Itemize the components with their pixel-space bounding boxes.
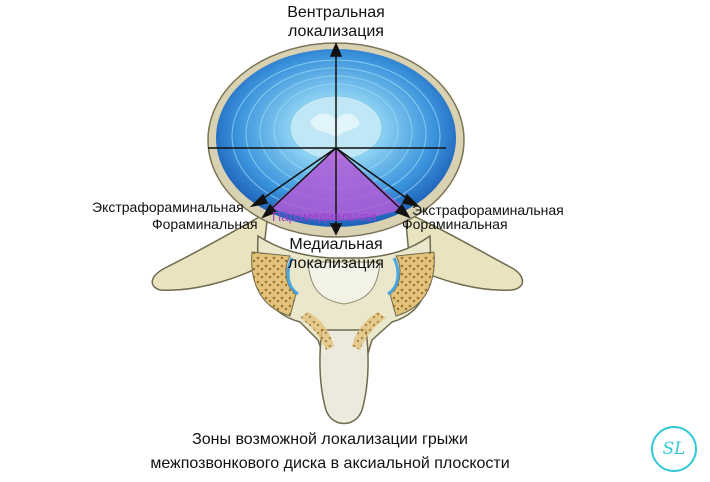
ventral-label-line2: локализация	[288, 23, 384, 40]
ventral-label-line1: Вентральная	[287, 4, 385, 21]
ventral-arrowhead	[329, 42, 343, 57]
medial-label-line1: Медиальная	[289, 236, 383, 253]
extraforaminal-left-arrow	[257, 147, 337, 203]
foraminal-right-arrowhead	[394, 203, 411, 219]
foraminal-left-label: Фораминальная	[152, 216, 258, 232]
paramedial-zone	[270, 148, 404, 220]
foraminal-right-arrow	[335, 147, 405, 213]
extraforaminal-left-label: Экстрафораминальная	[92, 199, 244, 215]
extraforaminal-left-arrowhead	[249, 193, 269, 208]
foraminal-left-arrowhead	[261, 203, 278, 219]
localization-arrows	[208, 42, 446, 236]
extraforaminal-right-label: Экстрафораминальная	[412, 202, 564, 218]
spinal-canal	[307, 261, 381, 305]
facet-joint-right	[389, 251, 435, 317]
figure-caption: Зоны возможной локализации грыжи межпозв…	[110, 428, 550, 476]
spinous-process	[319, 329, 369, 425]
medial-label: Медиальная локализация	[256, 235, 416, 273]
vertebral-arch	[151, 210, 524, 425]
medial-arrowhead	[329, 223, 343, 236]
ventral-label: Вентральная локализация	[256, 3, 416, 41]
facet-joint-left	[251, 251, 297, 317]
sl-logo: SL	[651, 426, 697, 472]
foraminal-right-label: Фораминальная	[402, 216, 508, 232]
paramedial-label: Парамедиальная	[272, 209, 377, 224]
facet-cartilage-right	[387, 257, 400, 296]
caption-line1: Зоны возможной локализации грыжи	[192, 431, 468, 448]
transverse-process-right	[404, 210, 524, 292]
lamina-spongy-left	[300, 312, 334, 350]
foraminal-left-arrow	[267, 147, 337, 213]
facet-cartilage-left	[286, 257, 299, 296]
caption-line2: межпозвонкового диска в аксиальной плоск…	[150, 455, 510, 472]
transverse-process-left	[151, 210, 269, 292]
lamina-spongy-right	[352, 312, 386, 350]
lamina	[256, 234, 432, 396]
extraforaminal-right-arrow	[335, 147, 413, 203]
extraforaminal-right-arrowhead	[401, 193, 421, 208]
medial-label-line2: локализация	[288, 255, 384, 272]
